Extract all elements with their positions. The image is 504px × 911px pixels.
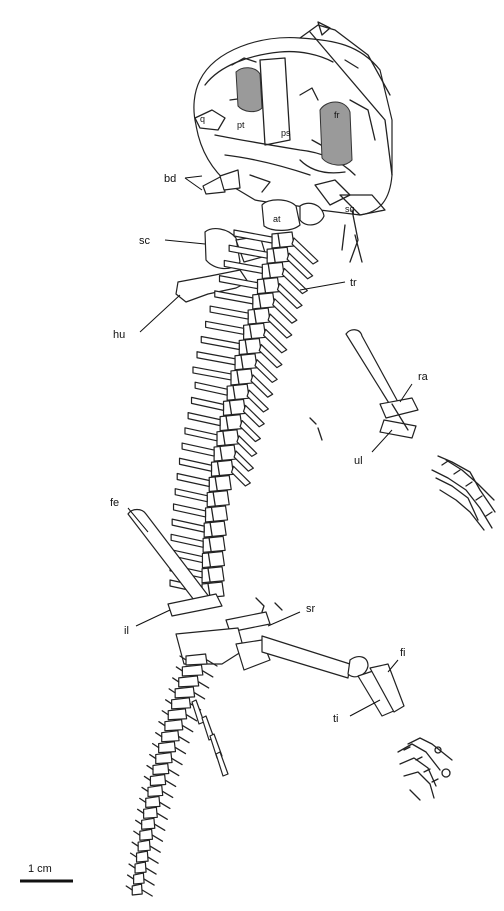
rib — [175, 489, 207, 502]
basidorsal-bones: bd — [164, 170, 240, 194]
scale-bar: 1 cm — [20, 863, 73, 881]
rib — [206, 321, 244, 334]
trunk-vertebra — [174, 504, 228, 522]
tail-vertebra — [134, 829, 163, 841]
tail-vertebra — [140, 796, 170, 808]
trunk-vertebra — [172, 519, 226, 537]
atlas-vertebra: at — [262, 200, 324, 231]
rib — [197, 352, 235, 365]
loose-bone-fragments — [256, 418, 322, 612]
tail-vertebra — [147, 764, 179, 776]
label-bd: bd — [164, 173, 176, 185]
label-pt: pt — [237, 120, 245, 130]
right-forelimb: ra ul — [346, 330, 495, 530]
label-hu: hu — [113, 329, 125, 341]
label-sc: sc — [139, 235, 151, 247]
rib — [177, 473, 209, 486]
tail-vertebra — [150, 753, 182, 765]
tail-vertebra — [156, 731, 189, 743]
label-ti: ti — [333, 713, 339, 725]
tail-vertebra — [153, 742, 186, 754]
label-sq: sq — [345, 204, 355, 214]
tail-vertebra — [126, 884, 152, 896]
label-q: q — [200, 114, 205, 124]
label-fe: fe — [110, 497, 119, 509]
tail-vertebra — [131, 851, 159, 863]
rib — [195, 382, 227, 395]
tail-vertebrae — [126, 654, 228, 896]
label-fi: fi — [400, 647, 406, 659]
rib — [172, 519, 204, 532]
rib — [174, 504, 206, 517]
rib — [210, 306, 248, 319]
label-ul: ul — [354, 455, 363, 467]
label-ps: ps — [281, 128, 291, 138]
rib — [180, 458, 212, 471]
rib — [185, 428, 217, 441]
trunk-vertebra — [171, 534, 225, 552]
tail-vertebra — [144, 774, 175, 786]
rib — [192, 397, 224, 410]
rib — [171, 534, 203, 547]
label-il: il — [124, 625, 129, 637]
rib — [201, 337, 239, 350]
tail-vertebra — [169, 687, 204, 699]
tail-vertebra — [159, 720, 193, 732]
trunk-vertebra — [177, 473, 231, 491]
tail-vertebra — [176, 665, 212, 677]
rib — [193, 367, 231, 380]
rib — [215, 291, 253, 304]
rib — [182, 443, 214, 456]
tail-vertebra — [173, 676, 209, 688]
trunk-vertebra — [175, 489, 229, 507]
tail-vertebra — [142, 785, 173, 797]
scale-bar-label: 1 cm — [28, 863, 52, 875]
label-fr: fr — [334, 110, 340, 120]
label-at: at — [273, 214, 281, 224]
tail-vertebra — [128, 873, 155, 885]
tail-vertebra — [136, 818, 165, 830]
tail-vertebra — [132, 840, 160, 852]
label-sr: sr — [306, 603, 316, 615]
tail-vertebra — [138, 807, 168, 819]
tail-vertebra — [129, 862, 156, 874]
label-tr: tr — [350, 277, 357, 289]
tail-vertebra — [162, 709, 196, 721]
rib — [188, 413, 220, 426]
label-ra: ra — [418, 371, 429, 383]
